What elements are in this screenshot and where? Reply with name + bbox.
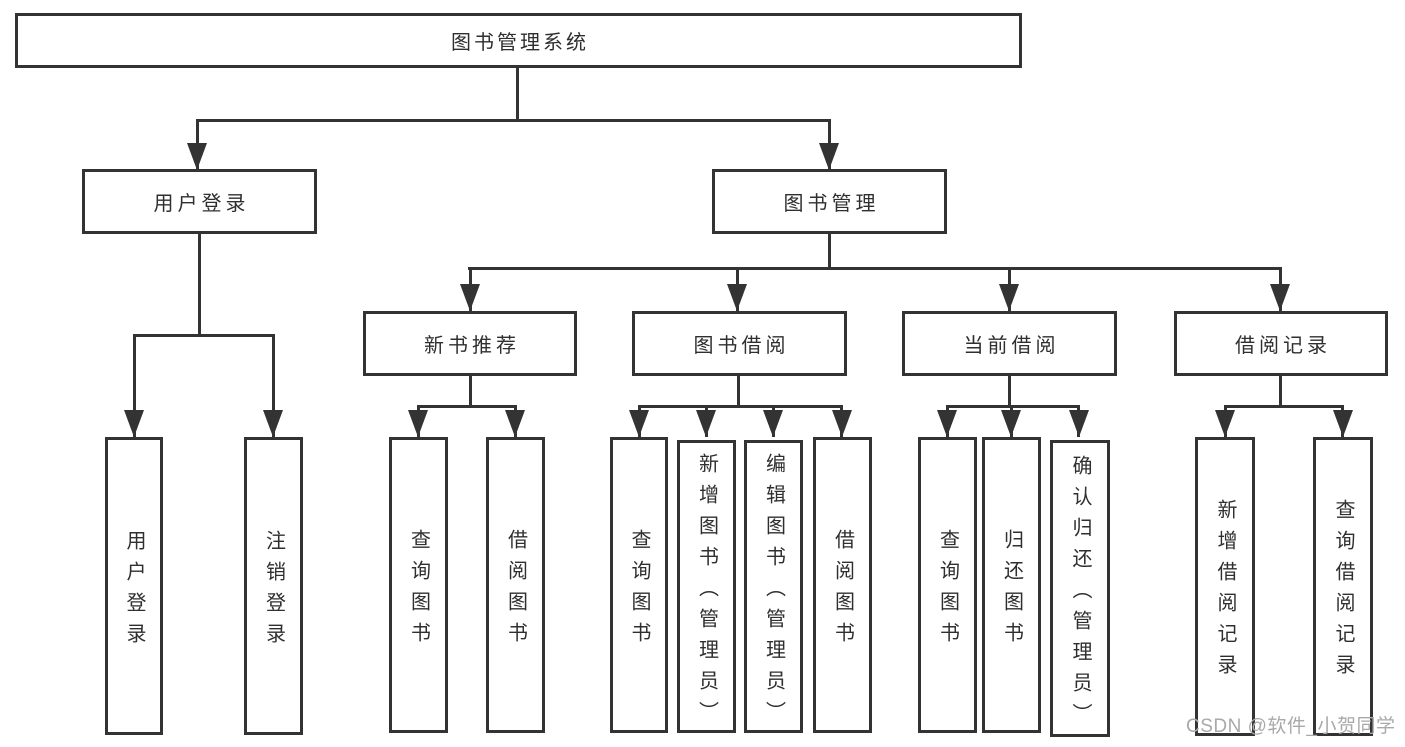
node-book-management: 图书管理 xyxy=(712,169,947,234)
node-new-book-recommendation: 新书推荐 xyxy=(363,311,577,376)
node-confirm-return-admin: 确认归还（管理员） xyxy=(1050,440,1110,737)
connector-root-drop xyxy=(516,68,519,121)
connector-stem-leaf xyxy=(272,334,275,437)
node-label: 当前借阅 xyxy=(963,335,1060,357)
connector-rail xyxy=(417,405,517,408)
connector-book-mgmt-drop xyxy=(828,234,831,269)
arrow-down-icon xyxy=(1333,410,1353,437)
node-query-books-borrowing: 查询图书 xyxy=(610,437,668,733)
node-add-borrow-record: 新增借阅记录 xyxy=(1195,437,1255,736)
node-label: 归还图书 xyxy=(1000,528,1023,653)
node-label: 图书管理系统 xyxy=(451,32,589,54)
node-label: 查询图书 xyxy=(936,528,959,653)
node-add-book-admin: 新增图书（管理员） xyxy=(677,440,736,733)
node-label: 新增借阅记录 xyxy=(1214,499,1236,685)
arrow-down-icon xyxy=(1069,410,1089,437)
csdn-watermark: CSDN @软件_小贺同学 xyxy=(1186,716,1396,737)
arrow-down-icon xyxy=(937,410,957,437)
node-borrowing-records: 借阅记录 xyxy=(1174,311,1388,376)
node-label: 新书推荐 xyxy=(424,335,520,357)
arrow-down-icon xyxy=(505,410,525,437)
node-library-management-system: 图书管理系统 xyxy=(15,13,1022,68)
node-book-borrowing: 图书借阅 xyxy=(632,311,847,376)
arrow-down-icon xyxy=(1215,410,1235,437)
arrow-down-icon xyxy=(696,410,716,437)
node-label: 查询图书 xyxy=(628,528,650,653)
node-borrow-books: 借阅图书 xyxy=(813,437,872,733)
connector-rail xyxy=(1224,405,1344,408)
arrow-down-icon xyxy=(819,143,839,170)
arrow-down-icon xyxy=(263,410,283,437)
node-label: 注销登录 xyxy=(262,529,285,654)
connector-user-login-rail xyxy=(133,334,275,337)
node-label: 图书借阅 xyxy=(693,335,790,357)
connector-level3-rail xyxy=(468,267,1282,270)
arrow-down-icon xyxy=(1001,410,1021,437)
connector-stem-leaf xyxy=(133,334,136,437)
arrow-down-icon xyxy=(460,284,480,311)
arrow-down-icon xyxy=(763,410,783,437)
node-user-login-leaf: 用户登录 xyxy=(105,437,163,735)
connector-drop xyxy=(1008,376,1011,407)
connector-drop xyxy=(737,376,740,407)
node-label: 借阅记录 xyxy=(1235,335,1331,357)
connector-level1-rail xyxy=(196,119,831,122)
node-label: 借阅图书 xyxy=(504,528,527,653)
arrow-down-icon xyxy=(1270,284,1290,311)
arrow-down-icon xyxy=(187,143,207,170)
node-label: 新增图书（管理员） xyxy=(695,452,718,732)
connector-rail xyxy=(638,405,843,408)
node-label: 用户登录 xyxy=(123,529,145,654)
arrow-down-icon xyxy=(999,284,1019,311)
arrow-down-icon xyxy=(124,410,144,437)
node-label: 用户登录 xyxy=(153,193,250,215)
node-label: 确认归还（管理员） xyxy=(1069,454,1091,734)
node-label: 编辑图书（管理员） xyxy=(762,452,785,732)
connector-user-login-drop xyxy=(198,234,201,336)
connector-rail xyxy=(946,405,1080,408)
arrow-down-icon xyxy=(408,410,428,437)
node-logout: 注销登录 xyxy=(244,437,303,735)
arrow-down-icon xyxy=(727,284,747,311)
arrow-down-icon xyxy=(832,410,852,437)
node-label: 查询借阅记录 xyxy=(1332,499,1354,685)
node-current-borrowing: 当前借阅 xyxy=(902,311,1117,376)
node-label: 图书管理 xyxy=(783,193,880,215)
node-label: 借阅图书 xyxy=(831,528,854,653)
node-return-book: 归还图书 xyxy=(982,437,1041,733)
node-query-books-recommend: 查询图书 xyxy=(389,437,448,733)
node-user-login: 用户登录 xyxy=(82,169,317,234)
arrow-down-icon xyxy=(629,410,649,437)
connector-drop xyxy=(1279,376,1282,407)
node-query-borrow-record: 查询借阅记录 xyxy=(1313,437,1373,736)
node-label: 查询图书 xyxy=(407,528,430,653)
connector-drop xyxy=(469,376,472,407)
node-query-books-current: 查询图书 xyxy=(918,437,977,733)
node-edit-book-admin: 编辑图书（管理员） xyxy=(744,440,803,733)
node-borrow-books-recommend: 借阅图书 xyxy=(486,437,545,733)
